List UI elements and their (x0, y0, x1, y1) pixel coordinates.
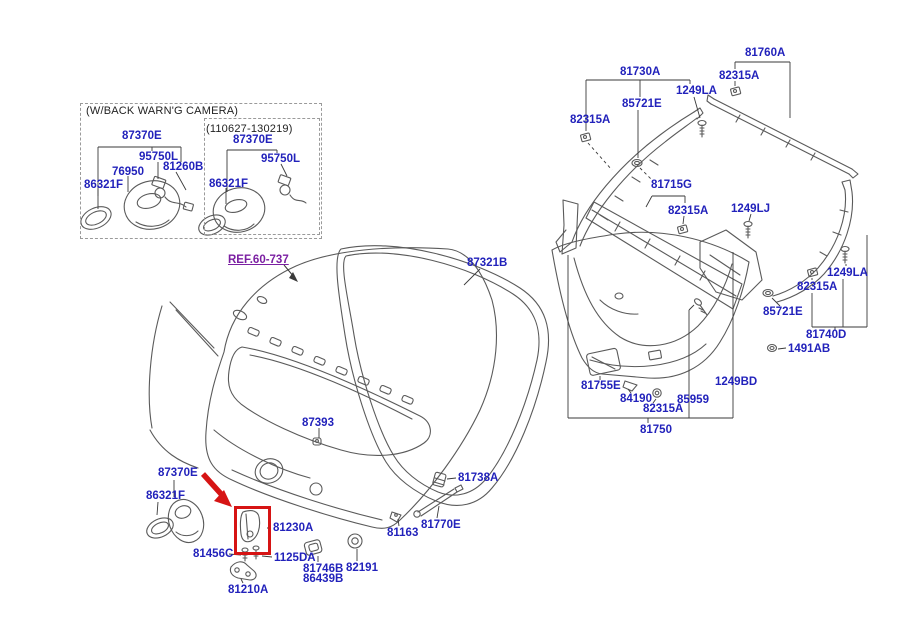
part-label-81755e: 81755E (581, 380, 621, 392)
part-label-81760a: 81760A (745, 47, 786, 59)
camera-variant-note: (W/BACK WARN'G CAMERA) (86, 105, 239, 117)
emblem-camera-assembly-2 (198, 174, 307, 236)
part-label-76950: 76950 (112, 166, 144, 178)
part-label-81715g: 81715G (651, 179, 692, 191)
part-label-1125da: 1125DA (274, 552, 316, 564)
part-label-87370e: 87370E (158, 467, 198, 479)
part-label-82315a: 82315A (797, 281, 838, 293)
part-label-81740d: 81740D (806, 329, 847, 341)
part-label-82315a: 82315A (643, 403, 684, 415)
part-label-81730a: 81730A (620, 66, 661, 78)
part-label-84190: 84190 (620, 393, 652, 405)
ref-arrow (283, 264, 298, 282)
part-label-81163: 81163 (387, 527, 419, 539)
part-label-1249la: 1249LA (827, 267, 868, 279)
camera-variant-box (80, 103, 322, 239)
part-label-95750l: 95750L (261, 153, 301, 165)
part-label-87321b: 87321B (467, 257, 508, 269)
part-label-1249lj: 1249LJ (731, 203, 771, 215)
part-label-85721e: 85721E (622, 98, 662, 110)
part-label-81260b: 81260B (163, 161, 204, 173)
part-label-81210a: 81210A (228, 584, 269, 596)
lower-emblem-latch-parts (146, 471, 464, 581)
date-range-box (204, 118, 320, 235)
part-label-86321f: 86321F (84, 179, 124, 191)
part-label-81746b: 81746B (303, 563, 344, 575)
part-label-82315a: 82315A (570, 114, 611, 126)
fasteners (580, 86, 850, 398)
part-label-82315a: 82315A (668, 205, 709, 217)
part-label-87370e: 87370E (233, 134, 273, 146)
part-label-1249la: 1249LA (676, 85, 717, 97)
part-label-81750: 81750 (640, 424, 672, 436)
part-label-85959: 85959 (677, 394, 709, 406)
part-label-85721e: 85721E (763, 306, 803, 318)
part-label-86439b: 86439B (303, 573, 344, 585)
part-label-87370e: 87370E (122, 130, 162, 142)
weatherstrip-drawing (336, 245, 550, 506)
part-label-86321f: 86321F (209, 178, 249, 190)
date-range-note: (110627-130219) (206, 123, 293, 135)
part-label-1249bd: 1249BD (715, 376, 758, 388)
part-label-82191: 82191 (346, 562, 378, 574)
tailgate-drawing (148, 247, 498, 529)
highlight-arrow (200, 472, 232, 507)
part-label-86321f: 86321F (146, 490, 186, 502)
highlight-box (234, 506, 271, 555)
part-label-87393: 87393 (302, 417, 334, 429)
part-label-82315a: 82315A (719, 70, 760, 82)
part-label-81738a: 81738A (458, 472, 499, 484)
part-label-81770e: 81770E (421, 519, 461, 531)
reference-link[interactable]: REF.60-737 (228, 254, 289, 266)
part-label-81456c: 81456C (193, 548, 234, 560)
emblem-camera-assembly-1 (80, 175, 194, 230)
part-label-95750l: 95750L (139, 151, 179, 163)
part-label-81230a: 81230A (273, 522, 314, 534)
leader-lines (97, 61, 868, 584)
part-label-1491ab: 1491AB (788, 343, 831, 355)
